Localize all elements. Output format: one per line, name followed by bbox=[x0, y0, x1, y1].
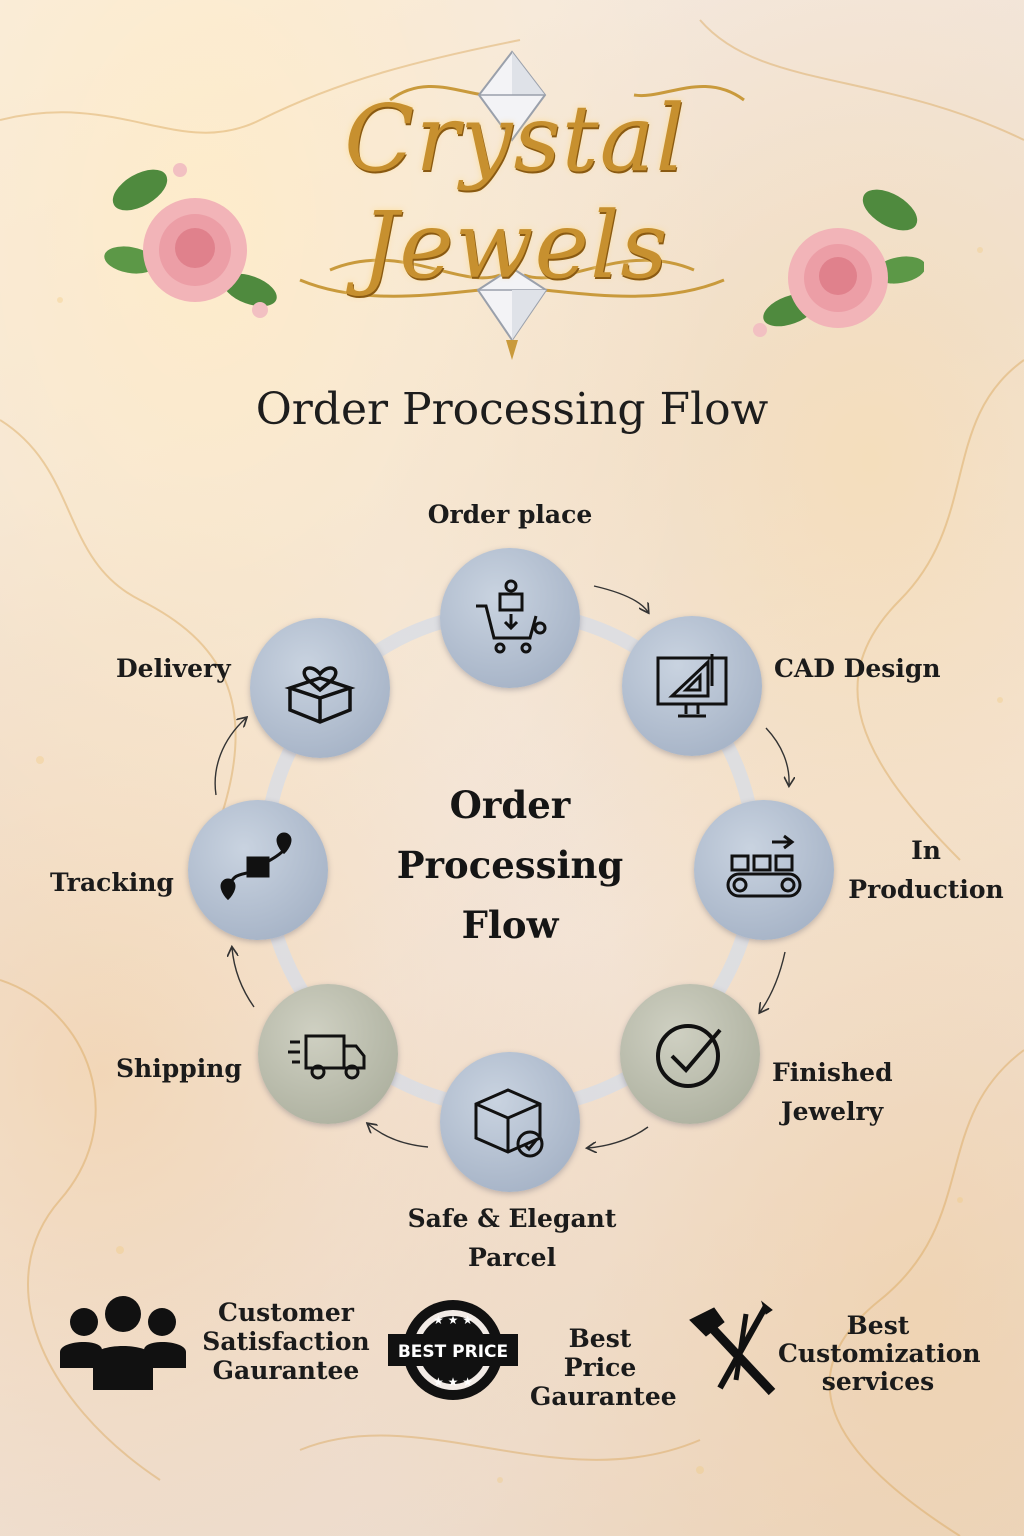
feature-1-line-3: Gaurantee bbox=[212, 1356, 360, 1385]
step-circle-shipping bbox=[258, 984, 398, 1124]
tools-icon bbox=[689, 1300, 776, 1396]
shopping-cart-icon bbox=[476, 579, 547, 654]
arrow-7 bbox=[214, 718, 246, 796]
step-circle-order-place bbox=[440, 548, 580, 688]
step-label-jewelry: Jewelry bbox=[780, 1096, 884, 1126]
page-title: Order Processing Flow bbox=[255, 384, 769, 435]
center-line-2: Processing bbox=[396, 843, 624, 887]
step-label-in-production: In Production bbox=[846, 832, 1006, 910]
feature-3-line-1: Best bbox=[846, 1311, 910, 1340]
parcel-box-icon bbox=[474, 1088, 544, 1158]
step-label-parcel: Safe & Elegant Parcel bbox=[407, 1204, 617, 1272]
feature-3-line-2: Customization bbox=[778, 1339, 981, 1368]
cad-design-icon bbox=[656, 654, 728, 718]
logo-decoration bbox=[104, 50, 924, 360]
arrow-2 bbox=[765, 727, 789, 785]
svg-text:★ ★ ★: ★ ★ ★ bbox=[433, 1375, 473, 1389]
right-rose-icon bbox=[753, 189, 924, 337]
step-circle-delivery bbox=[250, 618, 390, 758]
step-label-order-place: Order place bbox=[427, 500, 593, 529]
arrow-5 bbox=[368, 1124, 429, 1148]
step-circle-in-production bbox=[694, 800, 834, 940]
center-line-1: Order bbox=[449, 783, 571, 827]
check-mark-icon bbox=[656, 1024, 722, 1088]
step-label-production: Production bbox=[848, 874, 1004, 904]
production-conveyor-icon bbox=[726, 834, 802, 898]
feature-2-line-2: Gaurantee bbox=[530, 1382, 677, 1411]
brand-logo: Crystal Jewels bbox=[344, 85, 686, 299]
step-circle-parcel bbox=[440, 1052, 580, 1192]
step-label-in: In bbox=[911, 836, 941, 865]
step-circle-tracking bbox=[188, 800, 328, 940]
feature-best-customization: Best Customization services bbox=[778, 1311, 981, 1396]
step-circle-cad-design bbox=[622, 616, 762, 756]
step-label-shipping: Shipping bbox=[116, 1054, 242, 1083]
svg-text:★ ★ ★: ★ ★ ★ bbox=[433, 1313, 473, 1327]
arrow-3 bbox=[760, 951, 786, 1012]
step-label-finished: Finished bbox=[772, 1058, 893, 1087]
left-rose-icon bbox=[104, 163, 277, 318]
bottom-diamond-icon bbox=[476, 266, 548, 360]
feature-best-price: Best Price Gaurantee bbox=[530, 1324, 677, 1411]
step-circle-finished-jewelry bbox=[620, 984, 760, 1124]
arrow-6 bbox=[232, 948, 255, 1008]
heart-box-icon bbox=[284, 666, 356, 724]
step-label-delivery: Delivery bbox=[116, 654, 231, 683]
badge-text: BEST PRICE bbox=[398, 1342, 508, 1362]
tracking-map-icon bbox=[220, 832, 292, 901]
customers-group-icon bbox=[60, 1296, 186, 1390]
feature-3-line-3: services bbox=[821, 1367, 935, 1396]
feature-2-line-1: Best Price bbox=[563, 1324, 637, 1382]
top-diamond-icon bbox=[477, 50, 547, 142]
center-line-3: Flow bbox=[461, 903, 559, 947]
delivery-truck-icon bbox=[288, 1034, 366, 1080]
step-label-tracking: Tracking bbox=[50, 868, 174, 897]
arrow-1 bbox=[593, 585, 648, 612]
center-label: Order Processing Flow bbox=[380, 775, 640, 955]
feature-1-line-1: Customer bbox=[218, 1298, 354, 1327]
best-price-badge-icon: BEST PRICE ★ ★ ★ ★ ★ ★ bbox=[388, 1300, 518, 1400]
feature-customer-satisfaction: Customer Satisfaction Gaurantee bbox=[200, 1298, 372, 1385]
arrow-4 bbox=[588, 1126, 649, 1148]
step-label-finished-jewelry: Finished Jewelry bbox=[772, 1054, 893, 1132]
feature-1-line-2: Satisfaction bbox=[202, 1327, 370, 1356]
step-label-cad-design: CAD Design bbox=[774, 654, 941, 683]
